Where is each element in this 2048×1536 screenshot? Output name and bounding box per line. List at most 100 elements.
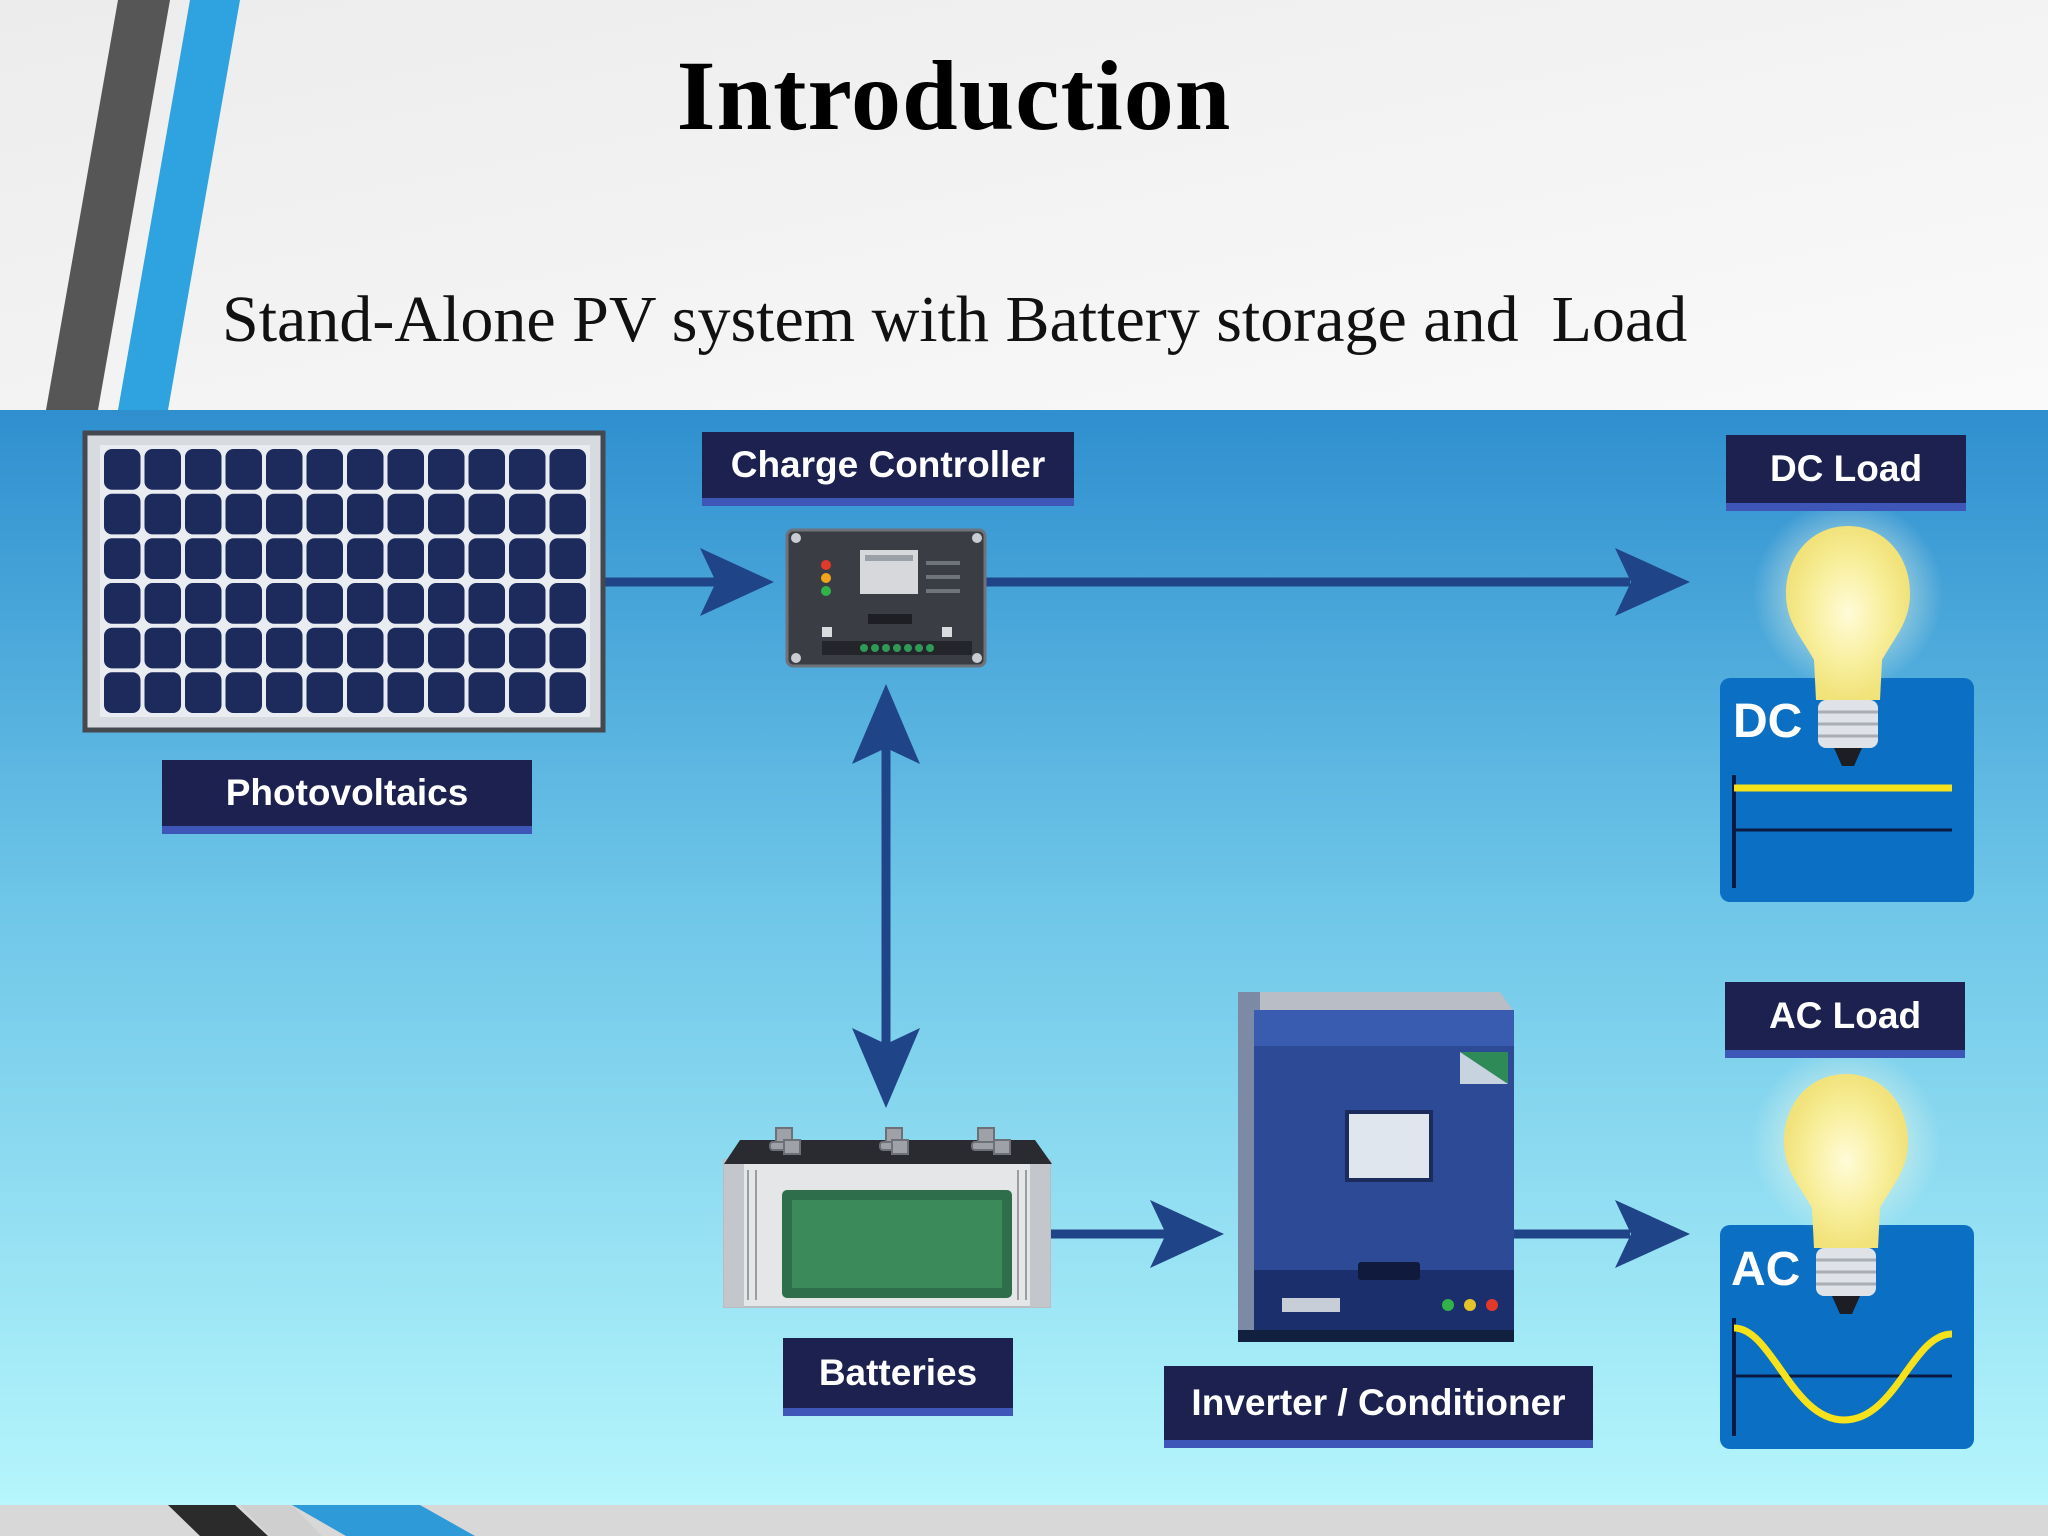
decor-stripe-bottom-light (240, 1505, 322, 1536)
pv-cell (387, 449, 424, 490)
terminal-screw (926, 644, 934, 652)
pv-cell (144, 538, 181, 579)
pv-cell (347, 672, 384, 713)
pv-cell (306, 538, 343, 579)
ac-light-bulb-icon (1751, 1047, 1941, 1314)
decor-stripe-blue (118, 0, 240, 410)
pv-cell (185, 583, 222, 624)
pv-cell (185, 627, 222, 669)
pv-cell (509, 493, 546, 535)
pv-cell (225, 627, 262, 669)
pv-cell (347, 627, 384, 669)
pv-cell (347, 449, 384, 490)
pv-cell (428, 538, 465, 579)
pv-cell (306, 627, 343, 669)
pv-cell (144, 672, 181, 713)
pv-cell (306, 672, 343, 713)
pv-cell (266, 493, 303, 535)
pv-cell (468, 583, 505, 624)
terminal-screw (904, 644, 912, 652)
pv-cell (144, 627, 181, 669)
pv-cell (225, 538, 262, 579)
pv-cell (509, 627, 546, 669)
pv-cell (144, 449, 181, 490)
pv-cell (428, 627, 465, 669)
label-inverter: Inverter / Conditioner (1164, 1366, 1593, 1440)
label-ac-load: AC Load (1725, 982, 1965, 1050)
pv-cell (549, 538, 586, 579)
pv-cell (509, 583, 546, 624)
pv-cell (509, 672, 546, 713)
label-dc-load: DC Load (1726, 435, 1966, 503)
inverter-icon (1238, 992, 1514, 1342)
pv-cell (225, 449, 262, 490)
header-background (0, 0, 2048, 410)
charge-controller-icon (785, 528, 987, 668)
arrows (605, 548, 1690, 1268)
pv-cell (549, 583, 586, 624)
pv-cell (104, 583, 141, 624)
pv-cell (266, 627, 303, 669)
pv-cell (225, 583, 262, 624)
dc-panel-text: DC (1733, 695, 1803, 748)
slide-subtitle: Stand-Alone PV system with Battery stora… (222, 283, 1688, 356)
terminal-screw (882, 644, 890, 652)
pv-cell (266, 583, 303, 624)
pv-cell (185, 672, 222, 713)
decor-stripe-bottom-blue (292, 1505, 475, 1536)
pv-cell (509, 449, 546, 490)
pv-cell (387, 627, 424, 669)
pv-cell (428, 672, 465, 713)
pv-cell (387, 538, 424, 579)
pv-cell (144, 493, 181, 535)
label-photovoltaics: Photovoltaics (162, 760, 532, 826)
dc-load-panel (1720, 678, 1974, 902)
pv-cell (306, 583, 343, 624)
pv-cell (104, 493, 141, 535)
pv-cell (468, 538, 505, 579)
pv-cell (387, 493, 424, 535)
pv-cell (549, 627, 586, 669)
pv-cell (144, 583, 181, 624)
slide-title: Introduction (676, 40, 1232, 151)
ac-panel-text: AC (1731, 1243, 1801, 1296)
solar-panel-icon (82, 430, 606, 733)
pv-cell (266, 538, 303, 579)
decor-stripe-bottom-dark (168, 1505, 268, 1536)
pv-cell (468, 493, 505, 535)
dc-light-bulb-icon (1753, 499, 1943, 766)
arrowhead-pv-to-controller (700, 548, 774, 616)
terminal-screw (915, 644, 923, 652)
pv-cell (266, 449, 303, 490)
pv-cell (347, 538, 384, 579)
pv-cell (185, 449, 222, 490)
ac-load-panel (1720, 1225, 1974, 1449)
pv-cell (185, 493, 222, 535)
pv-cell (104, 672, 141, 713)
pv-cell (468, 627, 505, 669)
terminal-screw (871, 644, 879, 652)
terminal-screw (860, 644, 868, 652)
pv-cell (549, 449, 586, 490)
arrowhead-down-batteries (852, 1028, 920, 1108)
pv-cell (104, 538, 141, 579)
pv-cell (347, 493, 384, 535)
label-charge-controller: Charge Controller (702, 432, 1074, 498)
pv-cell (185, 538, 222, 579)
decor-stripe-gray (46, 0, 170, 410)
pv-cell (306, 493, 343, 535)
pv-cell (387, 672, 424, 713)
pv-cell (549, 493, 586, 535)
pv-cell (468, 672, 505, 713)
pv-cell (428, 449, 465, 490)
arrowhead-controller-to-dcload (1615, 548, 1690, 616)
arrowhead-inverter-to-acload (1615, 1200, 1690, 1268)
pv-cell (387, 583, 424, 624)
pv-cell (104, 627, 141, 669)
pv-cell (104, 449, 141, 490)
terminal-screw (893, 644, 901, 652)
label-batteries: Batteries (783, 1338, 1013, 1408)
pv-cell (225, 672, 262, 713)
arrowhead-batteries-to-inverter (1150, 1200, 1224, 1268)
